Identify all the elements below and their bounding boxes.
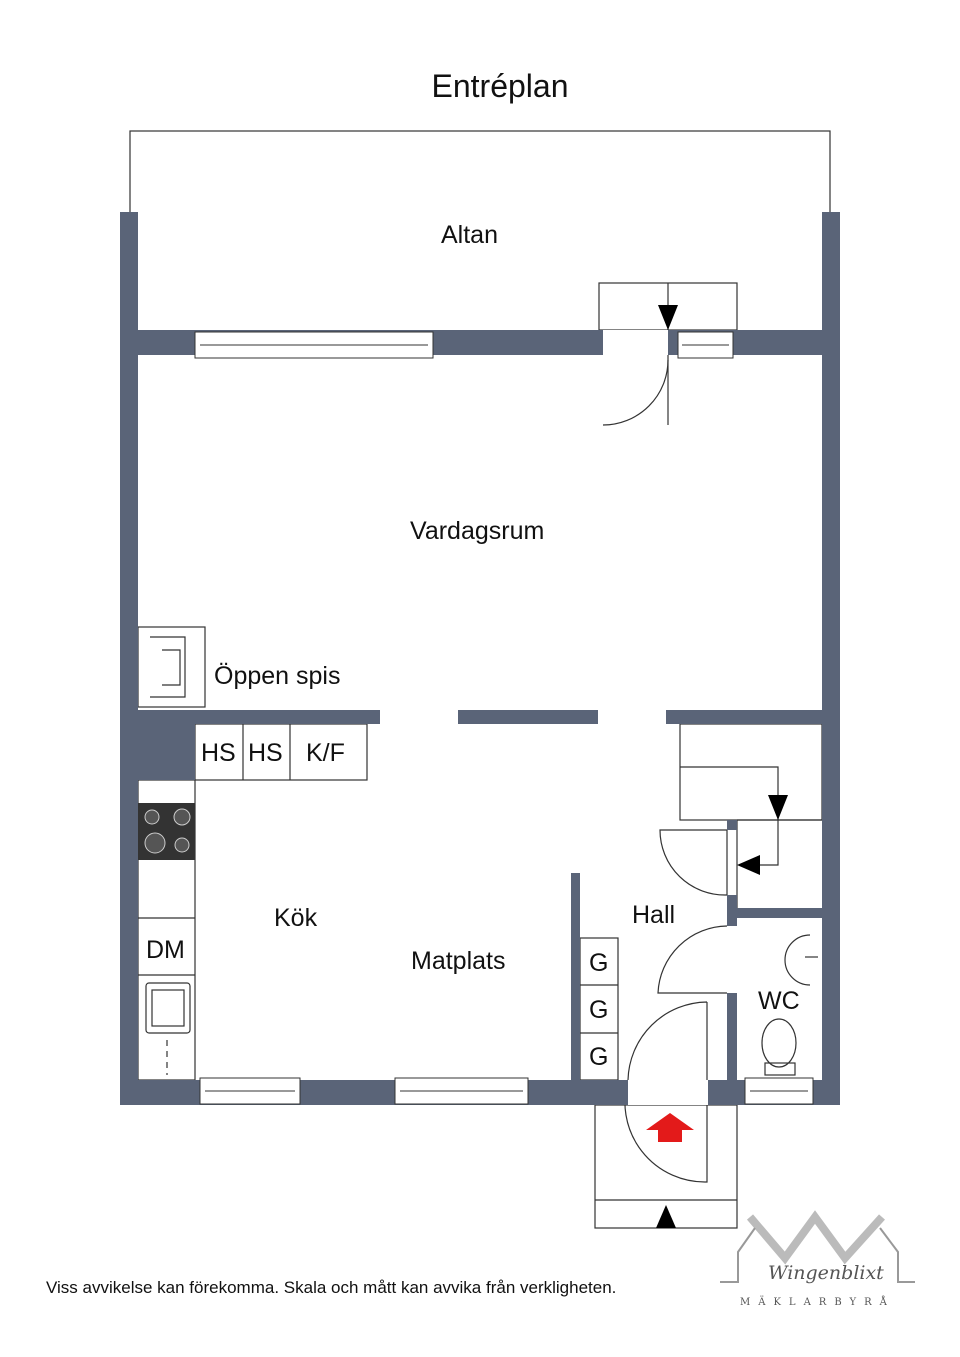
room-label-wc: WC (758, 987, 800, 1015)
room-label-vardagsrum: Vardagsrum (410, 517, 545, 545)
room-label-hall: Hall (632, 901, 676, 929)
entrance-arrow-icon (646, 1113, 694, 1142)
fixture-g-1: G (589, 949, 609, 977)
fixture-dm: DM (146, 936, 185, 964)
fixture-g-3: G (589, 1043, 609, 1071)
windows (194, 330, 814, 1105)
fixture-g-2: G (589, 996, 609, 1024)
room-label-oppen-spis: Öppen spis (214, 662, 341, 690)
room-label-kok: Kök (274, 904, 318, 932)
logo-subtitle: MÄKLARBYRÅ (740, 1297, 895, 1308)
page-title: Entréplan (431, 68, 569, 104)
disclaimer: Viss avvikelse kan förekomma. Skala och … (46, 1278, 617, 1297)
sink (145, 982, 191, 1034)
fixture-hs-2: HS (248, 739, 283, 767)
logo-name: Wingenblixt (768, 1262, 884, 1284)
fixture-hs-1: HS (201, 739, 236, 767)
room-label-matplats: Matplats (411, 947, 506, 975)
stairs (679, 723, 823, 821)
logo (720, 1210, 915, 1283)
room-label-altan: Altan (441, 221, 498, 249)
fireplace (137, 626, 206, 708)
fixture-kf: K/F (306, 739, 345, 767)
